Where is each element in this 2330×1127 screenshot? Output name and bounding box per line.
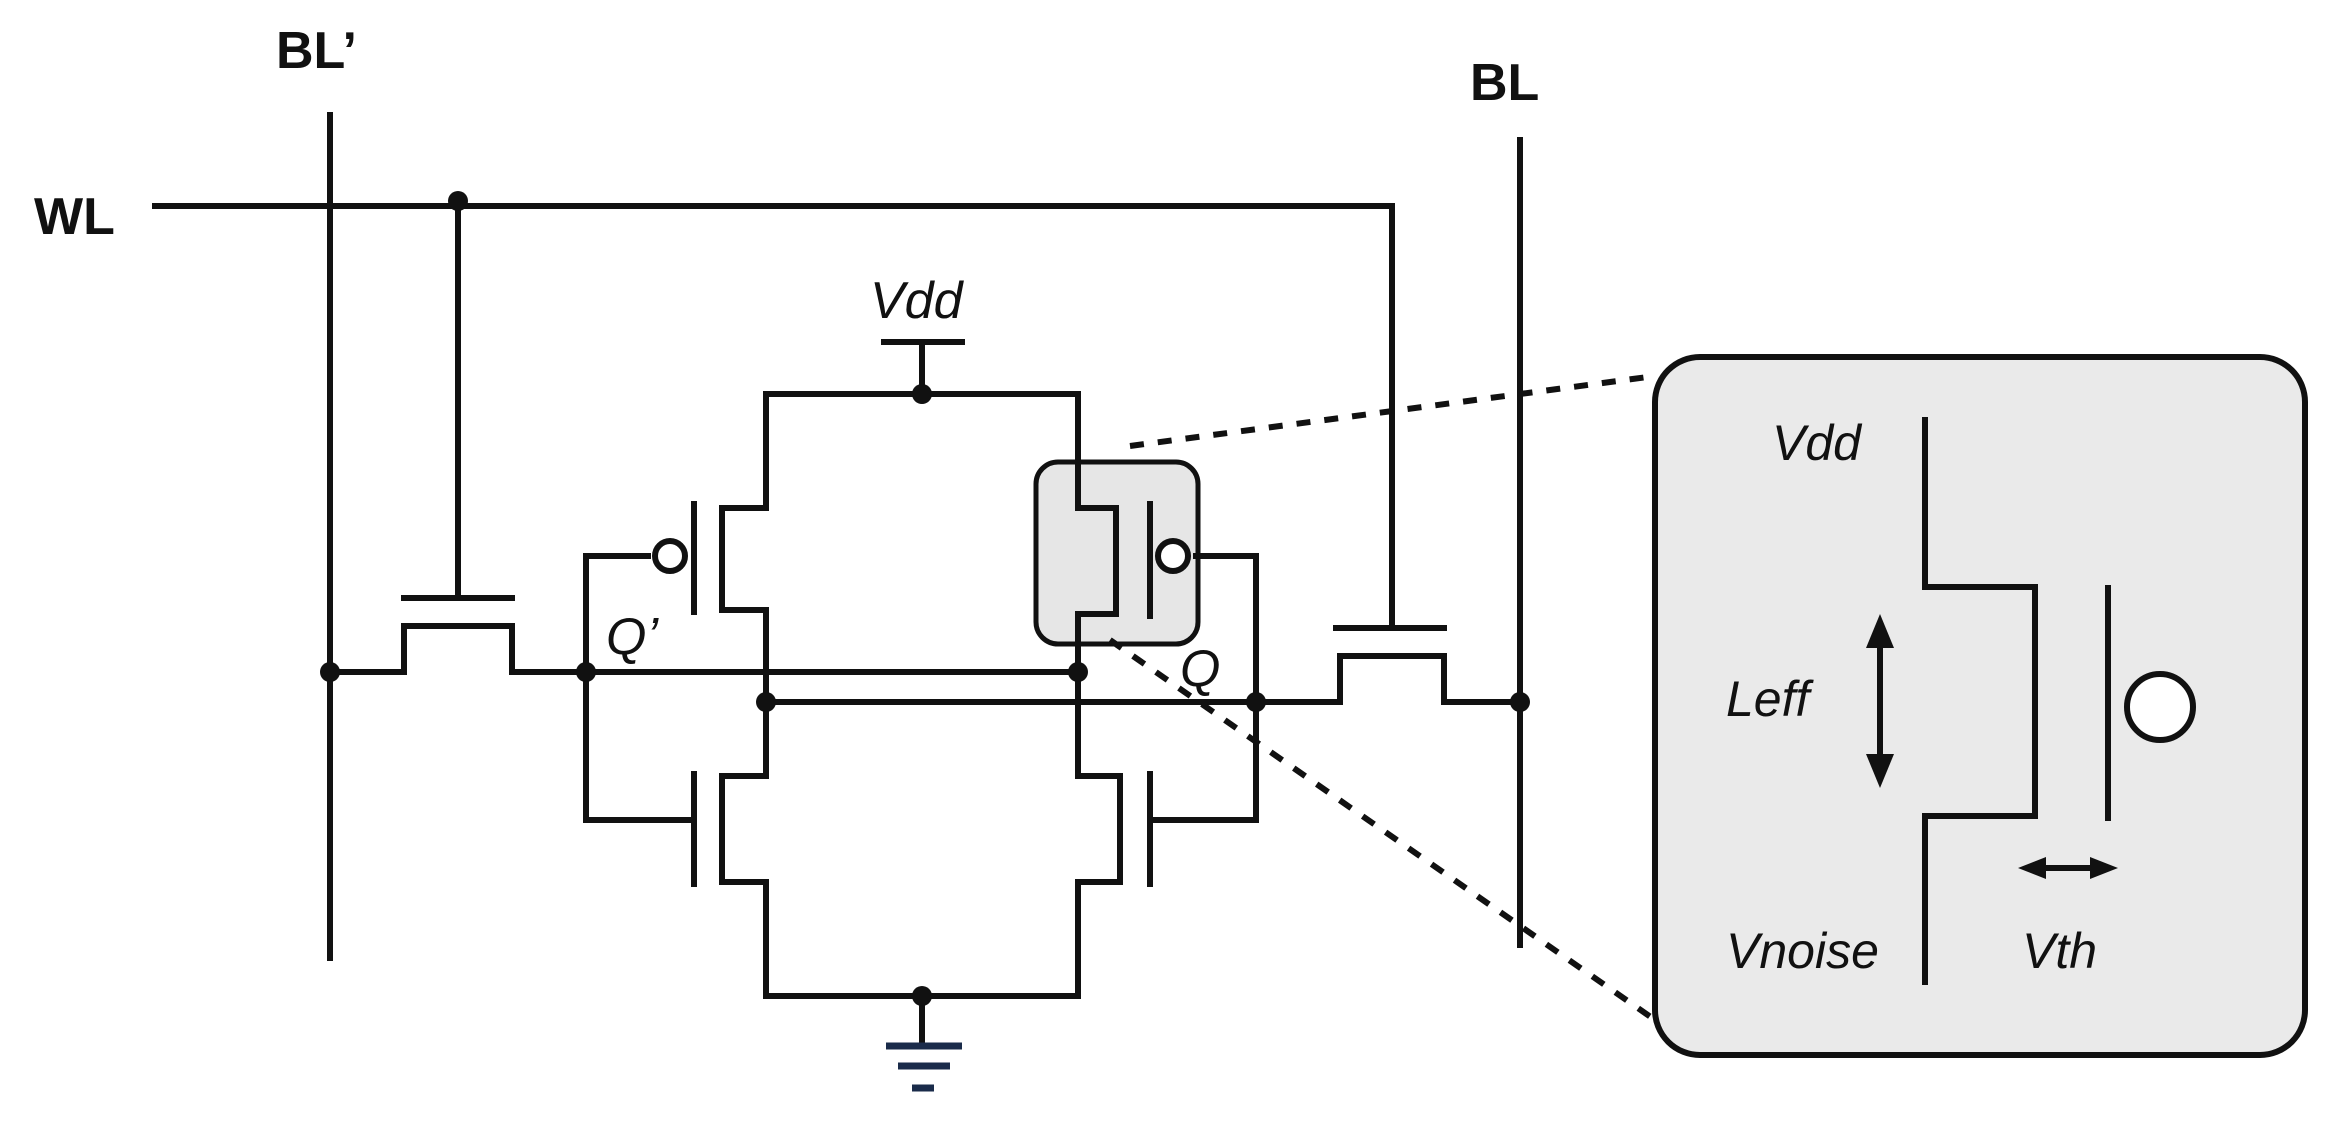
- wl-label: WL: [34, 188, 115, 246]
- right-pmos-channel: [1075, 391, 1119, 675]
- leff-arrow-head-up: [1866, 614, 1894, 648]
- right-nmos-channel: [1075, 669, 1123, 999]
- right-pmos-gate-wire: [1193, 553, 1259, 823]
- junction-q-bar: [576, 662, 596, 682]
- wordline: [152, 203, 1395, 627]
- inset-pmos-bubble: [2124, 671, 2196, 743]
- bl-bar-label: BL’: [276, 22, 357, 80]
- junction-bl: [1510, 692, 1530, 712]
- right-pmos-bubble: [1155, 538, 1191, 574]
- left-pmos-bubble: [652, 538, 688, 574]
- inset-pmos-channel: [1922, 417, 2038, 985]
- junction-bl-bar: [320, 662, 340, 682]
- left-access-channel: [327, 623, 589, 675]
- bl-label: BL: [1470, 54, 1539, 112]
- junction-ground: [912, 986, 932, 1006]
- inset-vth-label: Vth: [2022, 923, 2097, 979]
- junction-right-cross: [1068, 662, 1088, 682]
- inset-vnoise-label: Vnoise: [1726, 923, 1879, 979]
- inset-leff-label: Leff: [1726, 671, 1815, 727]
- left-nmos-channel: [719, 699, 769, 999]
- right-access-channel: [1253, 653, 1523, 705]
- zoom-inset-box: [1652, 354, 2308, 1058]
- junction-left-cross: [756, 692, 776, 712]
- q-label: Q: [1180, 640, 1220, 698]
- vth-arrow-head-left: [2018, 857, 2046, 879]
- left-pmos-channel: [719, 391, 769, 705]
- junction-vdd: [912, 384, 932, 404]
- junction-wl-tap: [448, 191, 468, 211]
- q-bar-label: Q’: [606, 608, 659, 666]
- inset-vdd-label: Vdd: [1772, 415, 1863, 471]
- vth-arrow-head-right: [2090, 857, 2118, 879]
- vdd-label: Vdd: [870, 272, 965, 330]
- leff-arrow-head-down: [1866, 754, 1894, 788]
- junction-q: [1246, 692, 1266, 712]
